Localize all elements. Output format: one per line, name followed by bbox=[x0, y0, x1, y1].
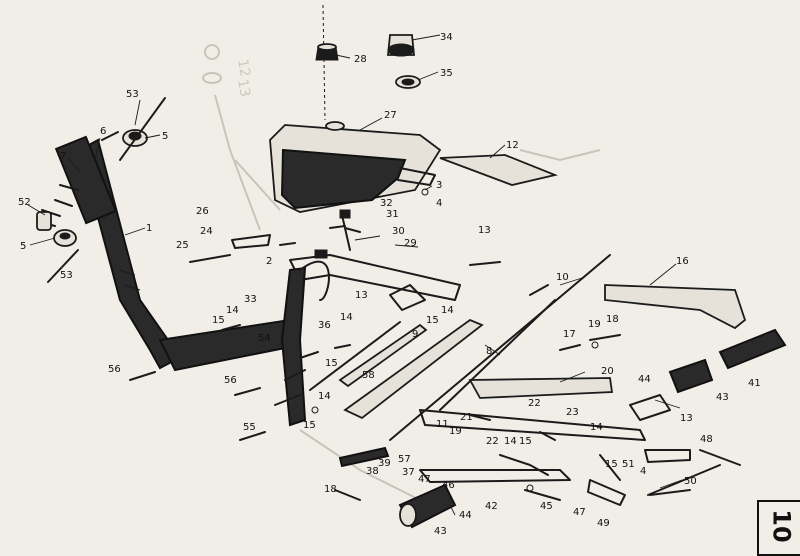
leader-lines bbox=[27, 34, 683, 516]
brake-rods bbox=[389, 254, 611, 441]
callout-33: 33 bbox=[244, 294, 257, 305]
callout-14: 14 bbox=[504, 436, 517, 447]
callout-43: 43 bbox=[434, 526, 447, 537]
callout-42: 42 bbox=[485, 501, 498, 512]
callout-36: 36 bbox=[318, 320, 331, 331]
callout-5: 5 bbox=[162, 131, 168, 142]
callout-30: 30 bbox=[392, 226, 405, 237]
callout-labels: 53 6 5 7 52 5 53 1 26 24 25 2 28 34 35 2… bbox=[18, 32, 761, 537]
callout-18: 18 bbox=[606, 314, 619, 325]
callout-15: 15 bbox=[519, 436, 532, 447]
callout-21: 21 bbox=[460, 412, 473, 423]
callout-46: 46 bbox=[442, 480, 455, 491]
ghost-bleed-through: 12 13 bbox=[202, 44, 601, 501]
callout-16: 16 bbox=[676, 256, 689, 267]
callout-28: 28 bbox=[354, 54, 367, 65]
callout-4: 4 bbox=[436, 198, 442, 209]
callout-44: 44 bbox=[638, 374, 651, 385]
tank-plate bbox=[439, 154, 558, 186]
callout-38: 38 bbox=[366, 466, 379, 477]
callout-47: 47 bbox=[573, 507, 586, 518]
callout-22: 22 bbox=[486, 436, 499, 447]
callout-14: 14 bbox=[318, 391, 331, 402]
callout-17: 17 bbox=[563, 329, 576, 340]
callout-10: 10 bbox=[556, 272, 569, 283]
callout-20: 20 bbox=[601, 366, 614, 377]
callout-56: 56 bbox=[108, 364, 121, 375]
callout-34: 34 bbox=[440, 32, 453, 43]
callout-58: 58 bbox=[362, 370, 375, 381]
callout-7: 7 bbox=[60, 151, 66, 162]
petrol-tap-parts bbox=[339, 209, 381, 251]
callout-25: 25 bbox=[176, 240, 189, 251]
callout-35: 35 bbox=[440, 68, 453, 79]
callout-14: 14 bbox=[340, 312, 353, 323]
callout-31: 31 bbox=[386, 209, 399, 220]
callout-13: 13 bbox=[355, 290, 368, 301]
callout-1: 1 bbox=[146, 223, 152, 234]
callout-15: 15 bbox=[212, 315, 225, 326]
footrests bbox=[398, 328, 787, 529]
callout-51: 51 bbox=[622, 459, 635, 470]
callout-19: 19 bbox=[588, 319, 601, 330]
callout-12: 12 bbox=[506, 140, 519, 151]
callout-57: 57 bbox=[398, 454, 411, 465]
fuel-tank bbox=[269, 4, 442, 213]
fasteners bbox=[129, 188, 741, 496]
callout-8: 8 bbox=[486, 346, 492, 357]
callout-49: 49 bbox=[597, 518, 610, 529]
callout-41: 41 bbox=[748, 378, 761, 389]
rear-subframe bbox=[274, 249, 461, 427]
callout-39: 39 bbox=[378, 458, 391, 469]
callout-9: 9 bbox=[412, 329, 418, 340]
callout-48: 48 bbox=[700, 434, 713, 445]
ghost-label-12: 12 bbox=[234, 58, 253, 78]
page-number-box: 10 bbox=[757, 500, 800, 556]
callout-14: 14 bbox=[226, 305, 239, 316]
centre-stand bbox=[334, 394, 721, 506]
callout-53: 53 bbox=[60, 270, 73, 281]
callout-37: 37 bbox=[402, 467, 415, 478]
callout-18: 18 bbox=[324, 484, 337, 495]
callout-29: 29 bbox=[404, 238, 417, 249]
callout-15: 15 bbox=[605, 459, 618, 470]
callout-15: 15 bbox=[426, 315, 439, 326]
page-number: 10 bbox=[767, 509, 796, 543]
mudguard-blades bbox=[309, 284, 747, 420]
callout-15: 15 bbox=[303, 420, 316, 431]
callout-44: 44 bbox=[459, 510, 472, 521]
callout-47: 47 bbox=[418, 474, 431, 485]
callout-50: 50 bbox=[684, 476, 697, 487]
callout-43: 43 bbox=[716, 392, 729, 403]
callout-13: 13 bbox=[680, 413, 693, 424]
callout-27: 27 bbox=[384, 110, 397, 121]
callout-6: 6 bbox=[100, 126, 106, 137]
callout-54: 54 bbox=[258, 333, 271, 344]
callout-52: 52 bbox=[18, 197, 31, 208]
callout-24: 24 bbox=[200, 226, 213, 237]
callout-14: 14 bbox=[441, 305, 454, 316]
callout-5: 5 bbox=[20, 241, 26, 252]
ghost-label-13: 13 bbox=[234, 78, 253, 98]
callout-19: 19 bbox=[449, 426, 462, 437]
callout-3: 3 bbox=[436, 180, 442, 191]
callout-13: 13 bbox=[478, 225, 491, 236]
steering-head bbox=[36, 97, 166, 283]
callout-55: 55 bbox=[243, 422, 256, 433]
callout-53: 53 bbox=[126, 89, 139, 100]
callout-32: 32 bbox=[380, 198, 393, 209]
callout-2: 2 bbox=[266, 256, 272, 267]
callout-56: 56 bbox=[224, 375, 237, 386]
callout-4: 4 bbox=[640, 466, 646, 477]
callout-45: 45 bbox=[540, 501, 553, 512]
callout-15: 15 bbox=[325, 358, 338, 369]
callout-11: 11 bbox=[436, 419, 449, 430]
callout-22: 22 bbox=[528, 398, 541, 409]
callout-23: 23 bbox=[566, 407, 579, 418]
callout-14: 14 bbox=[590, 422, 603, 433]
filler-caps bbox=[315, 34, 421, 89]
callout-26: 26 bbox=[196, 206, 209, 217]
